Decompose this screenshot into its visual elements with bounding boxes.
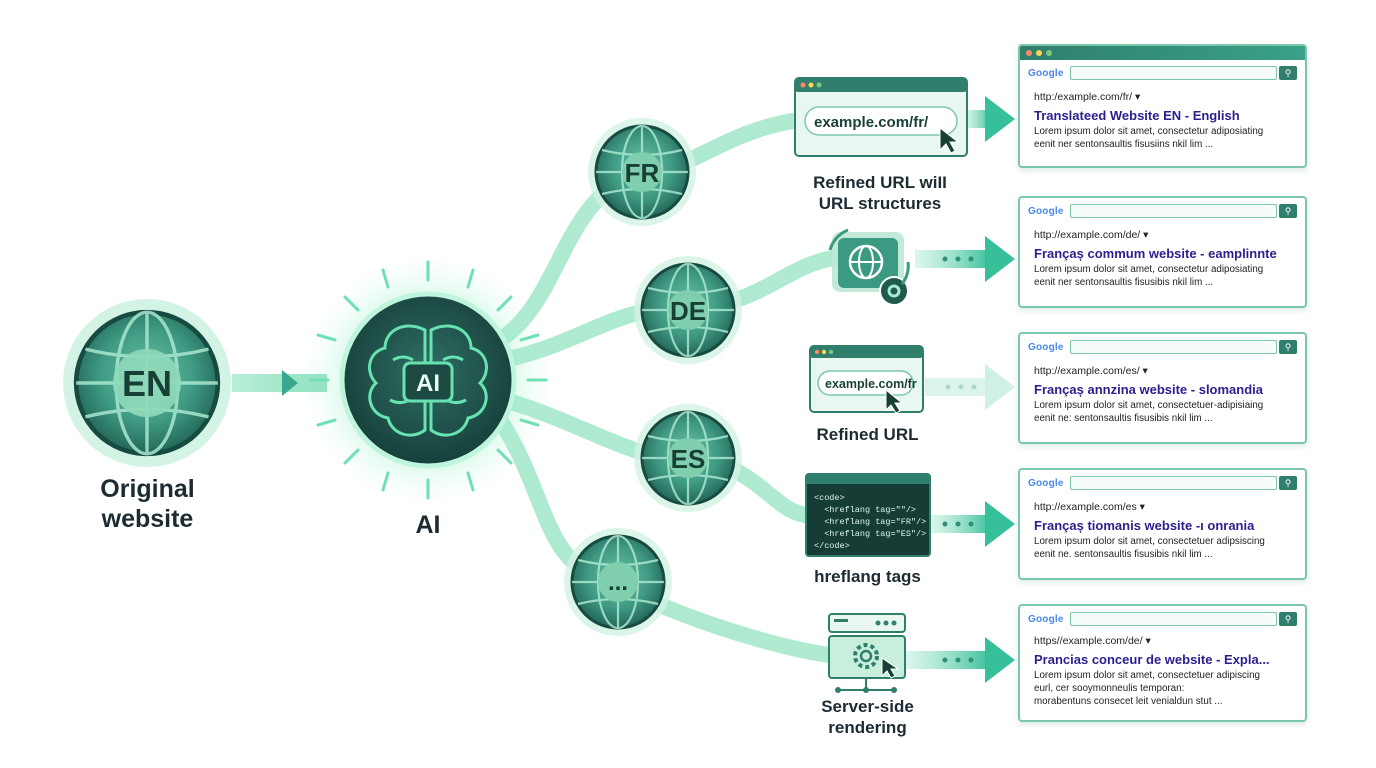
ssr-caption: Server-side rendering	[780, 696, 955, 738]
flow-es-to-code	[727, 462, 813, 523]
hreflang-caption: hreflang tags	[814, 567, 921, 586]
result-url[interactable]: http://example.com/de/ ▾	[1034, 229, 1149, 241]
search-input[interactable]	[1070, 66, 1277, 80]
ssr-caption-line1: Server-side	[821, 697, 914, 716]
ai-node: AI	[303, 255, 553, 505]
flow-fr-to-browser	[682, 112, 808, 168]
result-desc-1: Lorem ipsum dolor sit amet, consectetuer…	[1034, 670, 1260, 681]
ssr-caption-line2: rendering	[828, 718, 907, 737]
arrow-hreflang	[930, 501, 1015, 547]
search-result-card-fr: Google ⚲ http:/example.com/fr/ ▾ Transla…	[1018, 44, 1307, 168]
result-arrows	[905, 96, 1015, 683]
more-globe: ...	[564, 528, 672, 636]
browser-topbar	[1020, 46, 1305, 60]
refined-url-browser: example.com/fr	[809, 345, 924, 414]
de-globe: DE	[634, 256, 742, 364]
result-title[interactable]: Françaș annzina website - slomandia	[1034, 382, 1264, 397]
google-logo: Google	[1028, 613, 1064, 625]
refined-url-text: example.com/fr	[825, 377, 917, 391]
result-desc-2: eurl, cer sooymonneulis temporan:	[1034, 683, 1185, 694]
cursor-icon	[885, 388, 904, 414]
result-title[interactable]: Françaș tiomanis website -ı onrania	[1034, 518, 1255, 533]
result-url[interactable]: http://example.com/es ▾	[1034, 501, 1145, 513]
search-icon[interactable]: ⚲	[1279, 66, 1297, 80]
es-code: ES	[671, 444, 706, 474]
result-url[interactable]: https//example.com/de/ ▾	[1034, 635, 1151, 647]
flow-de-to-icon	[727, 250, 843, 308]
brain-icon	[368, 324, 488, 437]
result-desc-2: eenit ner sentonsaultis fisusibis nkil l…	[1034, 277, 1214, 288]
result-desc-1: Lorem ipsum dolor sit amet, consectetur …	[1034, 264, 1264, 275]
google-logo: Google	[1028, 341, 1064, 353]
result-desc-1: Lorem ipsum dolor sit amet, consectetuer…	[1034, 400, 1264, 411]
search-icon[interactable]: ⚲	[1279, 612, 1297, 626]
refined-url-caption: Refined URL	[816, 425, 919, 444]
fr-technique-line2: URL structures	[818, 194, 942, 213]
result-url[interactable]: http://example.com/es/ ▾	[1034, 365, 1148, 377]
arrow-es	[925, 364, 1015, 410]
ai-badge: AI	[416, 370, 440, 397]
result-url[interactable]: http:/example.com/fr/ ▾	[1034, 91, 1141, 103]
more-code: ...	[608, 569, 628, 596]
code-line-5: </code>	[814, 541, 850, 551]
google-logo: Google	[1028, 67, 1064, 79]
google-logo: Google	[1028, 477, 1064, 489]
fr-technique-caption: Refined URL wiII URL structures	[780, 172, 980, 214]
code-line-4: <hreflang tag="ES"/>	[814, 529, 926, 539]
search-input[interactable]	[1070, 340, 1277, 354]
result-desc-2: eenit ne. sentonsaultis fisusibis nkil l…	[1034, 549, 1213, 560]
search-result-card-de: Google ⚲ http://example.com/de/ ▾ França…	[1018, 196, 1307, 308]
fr-url-browser: example.com/fr/	[794, 77, 968, 157]
search-input[interactable]	[1070, 612, 1277, 626]
search-result-card-es: Google ⚲ http://example.com/es/ ▾ França…	[1018, 332, 1307, 444]
result-desc-2: eenit ner sentonsaultis fisusiins nkil l…	[1034, 139, 1214, 150]
search-result-card-hreflang: Google ⚲ http://example.com/es ▾ Françaș…	[1018, 468, 1307, 580]
cursor-icon	[939, 126, 960, 154]
arrow-de	[915, 236, 1015, 282]
search-input[interactable]	[1070, 476, 1277, 490]
result-desc-3: morabentuns consecet leit venialdun stut…	[1034, 696, 1223, 707]
result-desc-2: eenit ne: sentonsaultis fisusibis nkil l…	[1034, 413, 1213, 424]
code-line-3: <hreflang tag="FR"/>	[814, 517, 926, 527]
result-desc-1: Lorem ipsum dolor sit amet, consectetuer…	[1034, 536, 1265, 547]
search-icon[interactable]: ⚲	[1279, 340, 1297, 354]
en-code: EN	[122, 363, 172, 404]
search-input[interactable]	[1070, 204, 1277, 218]
cursor-icon	[881, 657, 900, 679]
code-line-2: <hreflang tag=""/>	[814, 505, 916, 515]
server-icon	[828, 613, 906, 693]
en-globe: EN	[63, 299, 231, 467]
google-logo: Google	[1028, 205, 1064, 217]
search-icon[interactable]: ⚲	[1279, 204, 1297, 218]
es-globe: ES	[634, 404, 742, 512]
arrow-fr	[965, 96, 1015, 142]
ai-caption: AI	[415, 511, 441, 539]
result-title[interactable]: Prancias conceur de website - Expla...	[1034, 652, 1270, 667]
flow-more-to-server	[652, 597, 838, 663]
search-result-card-ssr: Google ⚲ https//example.com/de/ ▾ Pranci…	[1018, 604, 1307, 722]
result-title[interactable]: Translateed Website EN - English	[1034, 108, 1240, 123]
fr-globe: FR	[588, 118, 696, 226]
arrow-ssr	[905, 637, 1015, 683]
hreflang-code-panel: <code> <hreflang tag=""/> <hreflang tag=…	[805, 473, 931, 557]
fr-url-text: example.com/fr/	[814, 114, 929, 131]
en-caption: Original website	[50, 474, 245, 534]
de-code: DE	[670, 296, 706, 326]
en-caption-line1: Original	[100, 475, 195, 503]
ai-rays	[308, 260, 548, 500]
code-line-1: <code>	[814, 493, 845, 503]
en-caption-line2: website	[101, 505, 194, 533]
globe-gear-icon	[828, 228, 910, 306]
fr-code: FR	[625, 158, 660, 188]
result-title[interactable]: Françaș commum website - eamplinnte	[1034, 246, 1277, 261]
search-icon[interactable]: ⚲	[1279, 476, 1297, 490]
result-desc-1: Lorem ipsum dolor sit amet, consectetur …	[1034, 126, 1264, 137]
fr-technique-line1: Refined URL wiII	[813, 173, 947, 192]
